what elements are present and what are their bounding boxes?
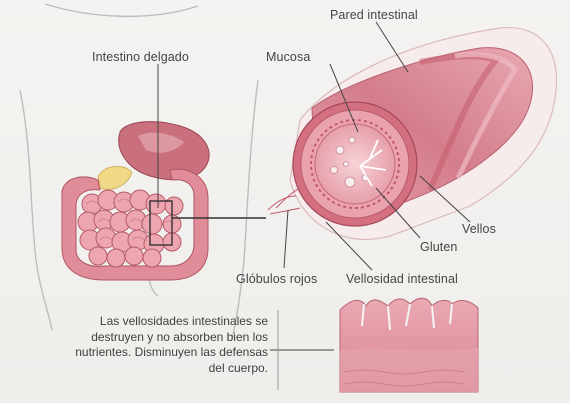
label-intestino-delgado: Intestino delgado — [92, 50, 189, 64]
digestive-organs — [62, 122, 209, 280]
caption-line-4: del cuerpo. — [62, 361, 268, 377]
intestine-tube — [268, 28, 557, 240]
caption-text: Las vellosidades intestinales se destruy… — [62, 314, 268, 376]
lumen — [315, 124, 395, 204]
caption-line-3: nutrientes. Disminuyen las defensas — [62, 345, 268, 361]
label-mucosa: Mucosa — [266, 50, 310, 64]
fat-tissue — [98, 166, 132, 189]
label-vellosidad-intestinal: Vellosidad intestinal — [346, 272, 458, 286]
label-vellos: Vellos — [462, 222, 496, 236]
label-gluten: Gluten — [420, 240, 457, 254]
caption-line-1: Las vellosidades intestinales se — [62, 314, 268, 330]
leader-globulos-rojos — [284, 210, 288, 268]
villi-tissue-sample — [340, 298, 478, 392]
label-pared-intestinal: Pared intestinal — [330, 8, 418, 22]
label-globulos-rojos: Glóbulos rojos — [236, 272, 317, 286]
caption-line-2: destruyen y no absorben bien los — [62, 330, 268, 346]
